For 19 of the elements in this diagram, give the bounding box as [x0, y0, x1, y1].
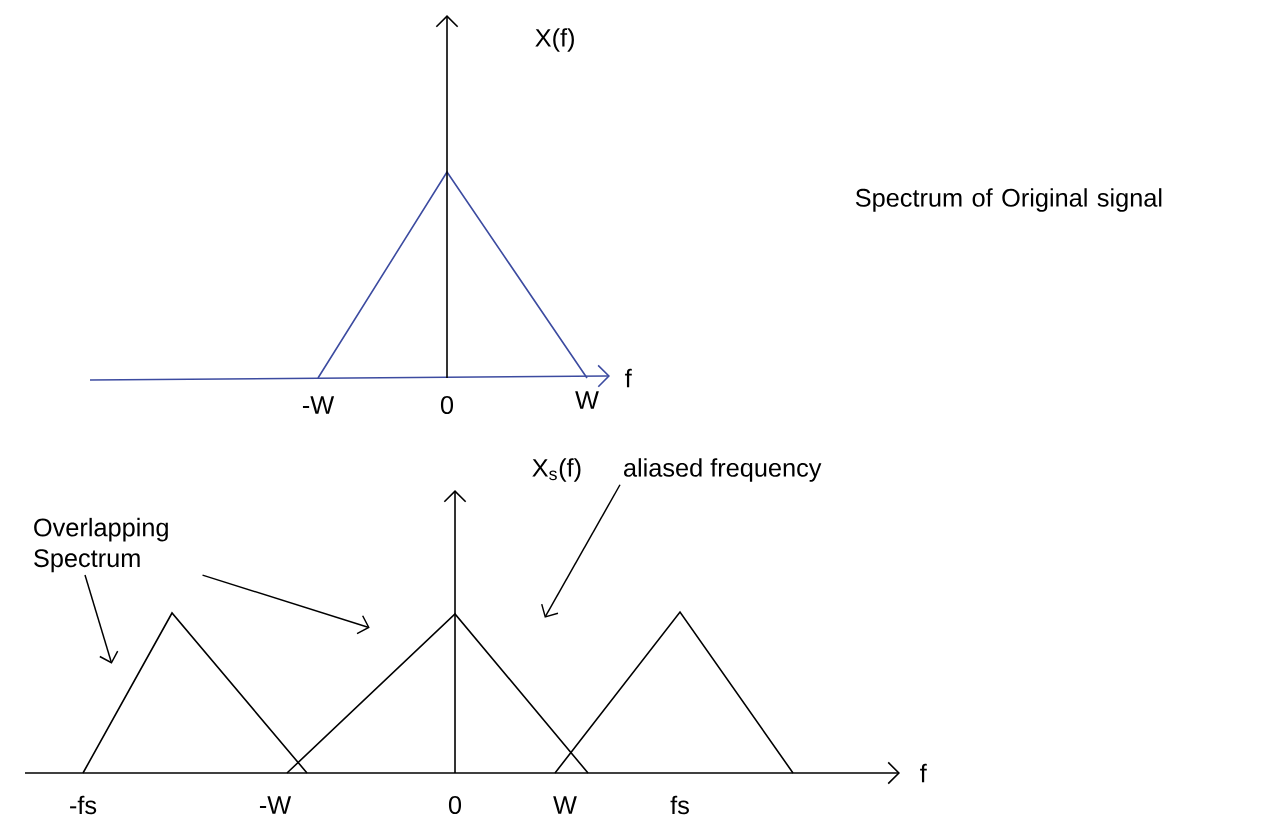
- axis-label: X(f): [535, 28, 574, 52]
- tick-label: -W: [302, 396, 335, 414]
- tick-label: -fs: [70, 795, 97, 815]
- tick-label: W: [553, 796, 577, 814]
- triangle-spectrum: [286, 612, 589, 774]
- tick-label: W: [575, 391, 599, 409]
- leader-arrow: [541, 484, 621, 618]
- note-text: Spectrum of Original signal: [855, 188, 1162, 212]
- triangle-spectrum: [554, 610, 794, 774]
- triangle-spectrum: [82, 611, 308, 774]
- tick-label: -W: [259, 796, 292, 814]
- axis-label: X$_{s}$(f): [532, 458, 581, 482]
- callout-text: Overlapping Spectrum: [34, 517, 168, 573]
- axis-label: f: [920, 763, 927, 783]
- leader-arrow: [201, 574, 370, 635]
- leader-arrow: [84, 574, 119, 664]
- callout-text: aliased frequency: [624, 458, 822, 482]
- tick-label: 0: [440, 396, 454, 414]
- axis-label: f: [625, 368, 632, 388]
